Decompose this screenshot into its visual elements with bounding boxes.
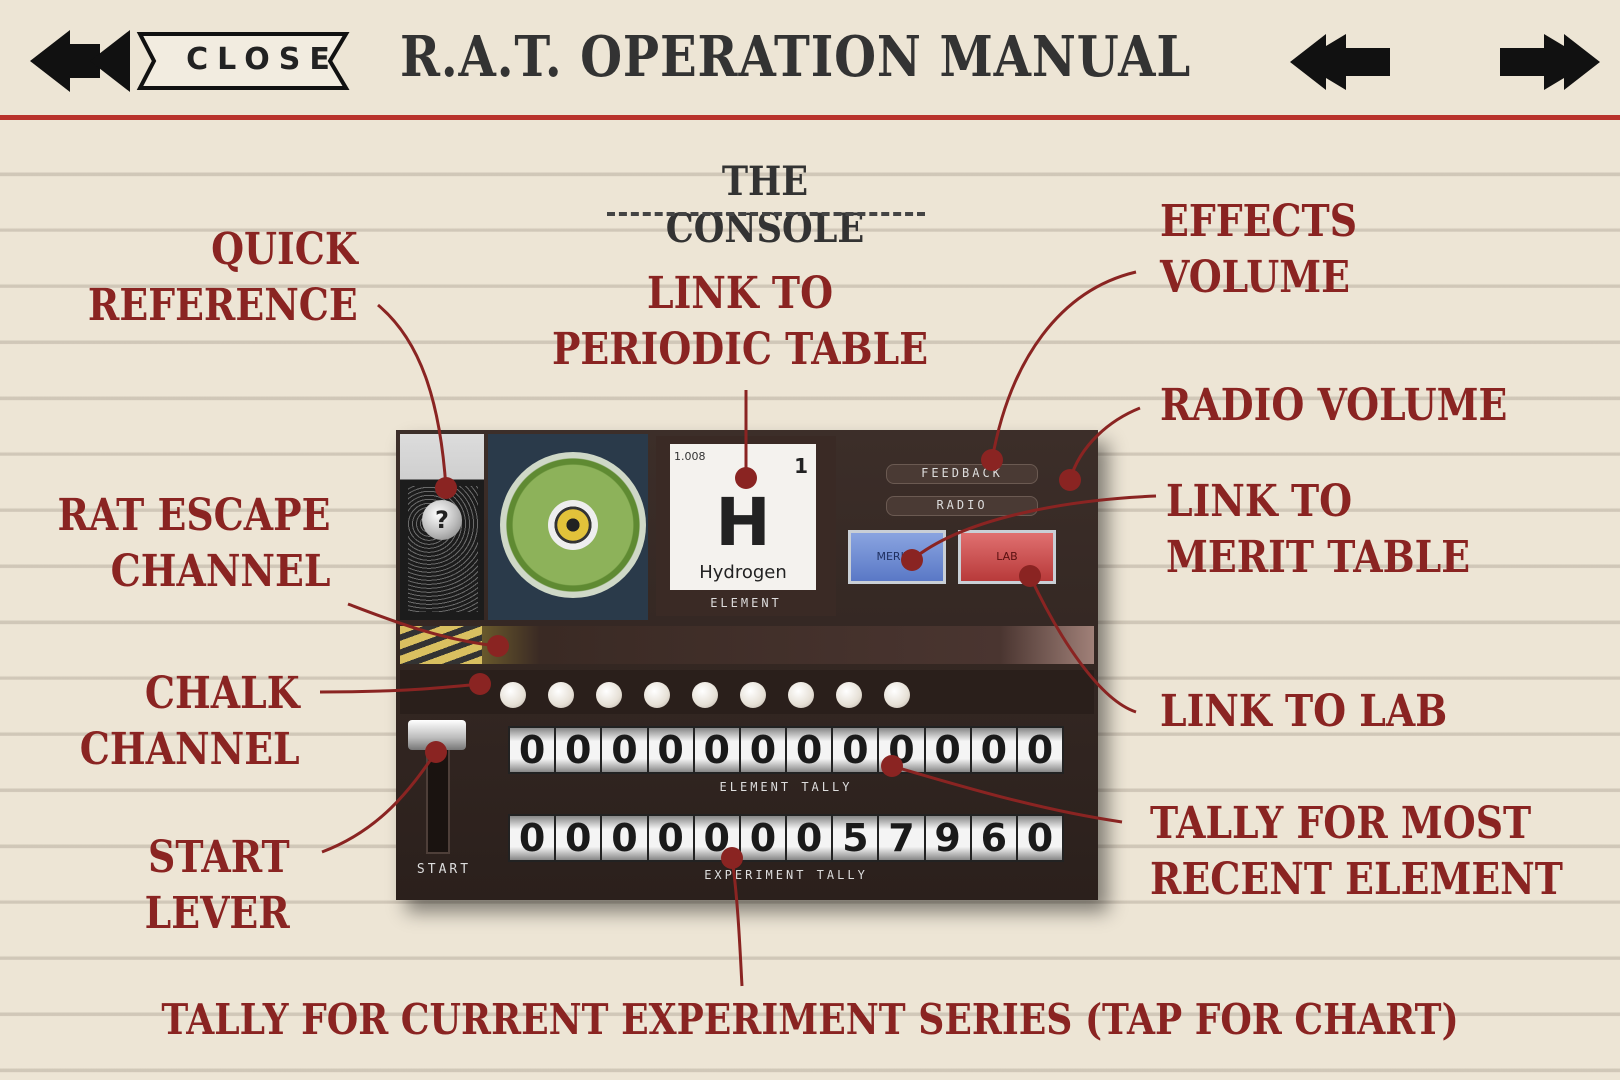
tally-digit: 5 [833,816,878,860]
chalk-piece [836,682,862,708]
tally-digit: 0 [648,728,693,772]
callout-lab: LINK TO LAB [1160,686,1448,737]
tally-digit: 0 [833,728,878,772]
radio-volume-slider[interactable]: RADIO [886,496,1038,516]
element-plate: ELEMENT [710,596,782,610]
tally-digit: 0 [971,728,1016,772]
callout-radio-volume: RADIO VOLUME [1160,380,1508,431]
double-arrow-left-icon[interactable] [1290,34,1390,94]
element-name: Hydrogen [699,562,787,583]
section-underline [607,212,925,216]
chalk-piece [740,682,766,708]
element-mass: 1.008 [674,450,706,463]
tally-digit: 7 [879,816,924,860]
callout-recent-element: TALLY FOR MOST RECENT ELEMENT [1150,798,1563,905]
chalk-piece [596,682,622,708]
tally-digit: 0 [510,728,555,772]
tally-digit: 0 [787,728,832,772]
callout-experiment-series: TALLY FOR CURRENT EXPERIMENT SERIES (TAP… [161,995,1459,1044]
element-tally-label: ELEMENT TALLY [719,780,853,794]
tally-digit: 0 [740,728,786,772]
tally-digit: 6 [971,816,1016,860]
callout-periodic-table: LINK TO PERIODIC TABLE [551,268,929,375]
tally-digit: 0 [510,816,555,860]
tally-digit: 0 [648,816,693,860]
tally-digit: 0 [556,816,601,860]
chalk-piece [644,682,670,708]
feedback-label: FEEDBACK [921,466,1003,480]
tally-digit: 0 [925,728,970,772]
element-symbol: H [715,484,771,561]
close-arrow-icon [30,30,350,92]
close-button[interactable]: CLOSE [30,28,350,94]
radio-label: RADIO [936,498,988,512]
merits-button[interactable]: MERITS [848,530,946,584]
tally-digit: 0 [1017,728,1063,772]
callout-start-lever: START LEVER [144,832,290,939]
chalk-piece [788,682,814,708]
tally-digit: 0 [694,728,739,772]
callout-rat-escape: RAT ESCAPE CHANNEL [56,490,330,597]
callout-chalk: CHALK CHANNEL [80,668,300,775]
page-title: R.A.T. OPERATION MANUAL [400,24,1192,90]
hazard-stripes [400,626,482,664]
quick-reference-card[interactable]: ? [400,434,484,620]
header-divider [0,115,1620,120]
tally-digit: 0 [556,728,601,772]
callout-merit-table: LINK TO MERIT TABLE [1166,476,1471,583]
question-mark-icon: ? [422,500,462,540]
callout-effects-volume: EFFECTS VOLUME [1160,196,1358,303]
tally-digit: 0 [740,816,786,860]
experiment-tally-label: EXPERIMENT TALLY [704,868,868,882]
tally-digit: 9 [925,816,970,860]
callout-quick-reference: QUICK REFERENCE [88,224,358,331]
tally-digit: 0 [602,728,647,772]
chalk-piece [692,682,718,708]
tally-digit: 0 [787,816,832,860]
effects-volume-slider[interactable]: FEEDBACK [886,464,1038,484]
tally-digit: 0 [602,816,647,860]
double-arrow-right-icon[interactable] [1500,34,1600,94]
close-label: CLOSE [186,42,339,77]
start-label: START [416,862,472,877]
chalk-piece [548,682,574,708]
element-number: 1 [794,454,808,478]
console-diagram: ? 1.008 1 H Hydrogen ELEMENT FEEDBACK RA… [396,430,1098,900]
radiation-icon [548,500,598,550]
chalk-piece [884,682,910,708]
chalk-piece [500,682,526,708]
rat-escape-channel [400,626,1094,664]
tally-digit: 0 [1017,816,1063,860]
